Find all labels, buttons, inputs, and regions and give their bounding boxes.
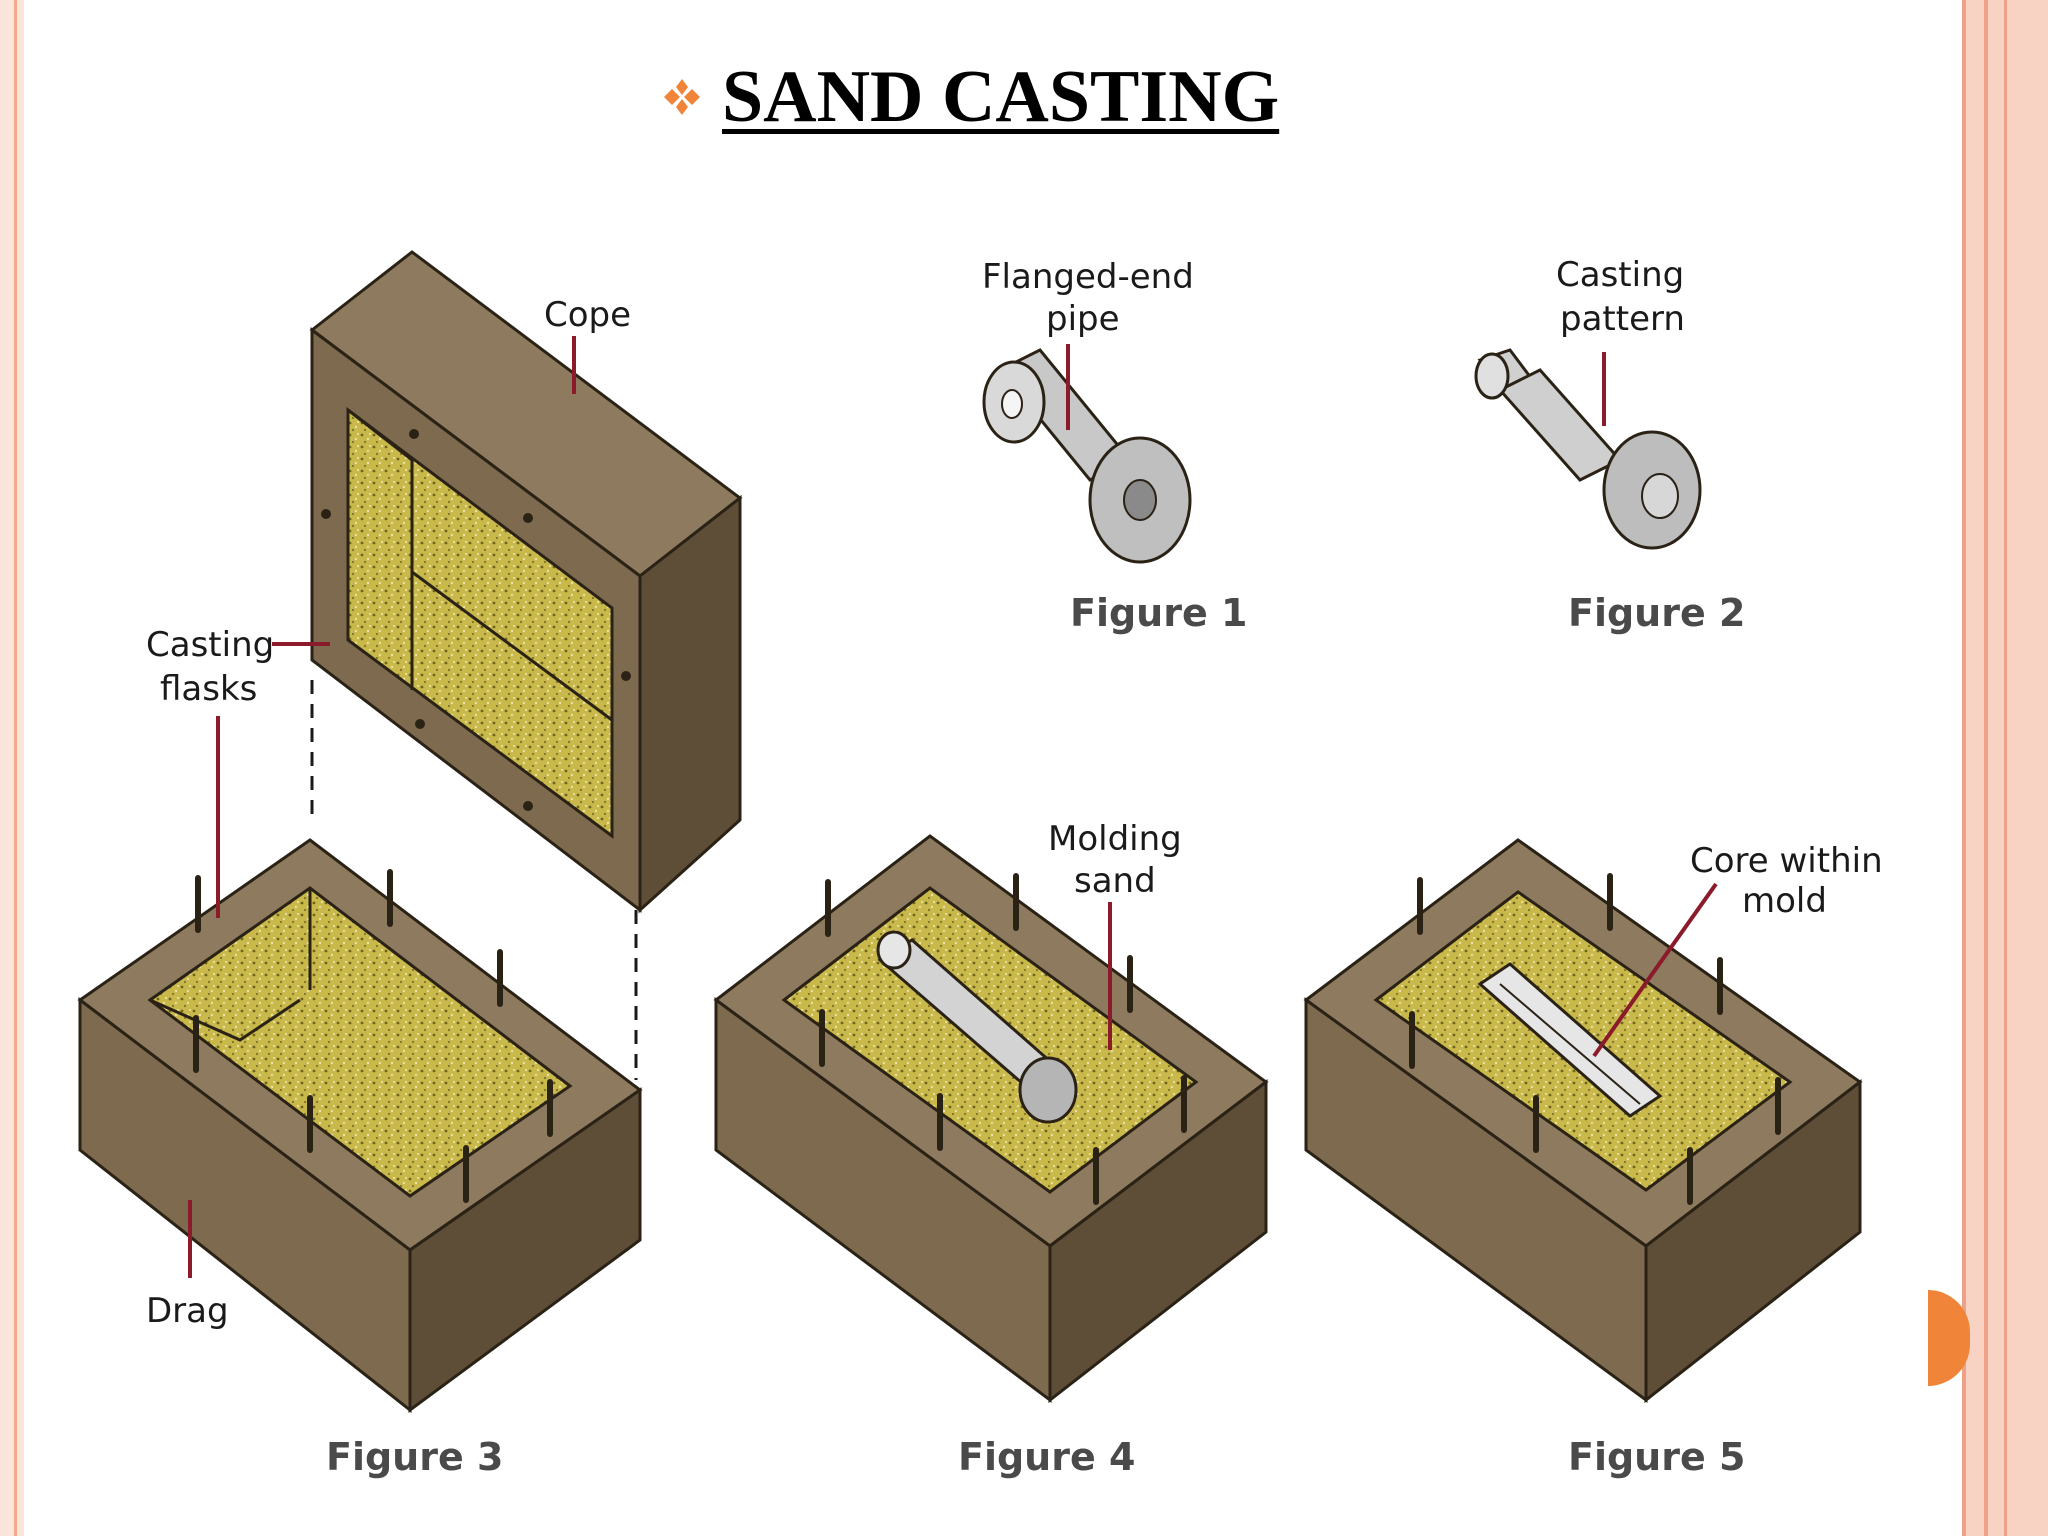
slide-frame-right-line: [1962, 0, 1966, 1536]
slide-title-row: SAND CASTING: [660, 52, 1279, 142]
flanged-end-pipe-illustration: [982, 348, 1192, 564]
drag-pins: [193, 869, 553, 1203]
label-flanged-end-pipe-line1: Flanged-end: [982, 257, 1194, 297]
label-cope: Cope: [544, 295, 631, 335]
figure-1-caption: Figure 1: [1070, 591, 1247, 635]
cope-box: [309, 250, 743, 914]
figure-4-caption: Figure 4: [958, 1435, 1135, 1479]
slide-title: SAND CASTING: [722, 56, 1280, 138]
label-casting-flasks-line1: Casting: [146, 625, 274, 665]
label-casting-pattern-line1: Casting: [1556, 255, 1684, 295]
diamond-bullet-icon: [664, 79, 700, 115]
slide-frame-left-line: [14, 0, 17, 1536]
label-drag: Drag: [146, 1291, 229, 1331]
mold-pins: [1409, 873, 1781, 1205]
label-flanged-end-pipe-line2: pipe: [1046, 299, 1120, 339]
figure-5-caption: Figure 5: [1568, 1435, 1745, 1479]
figure-3-caption: Figure 3: [326, 1435, 503, 1479]
slide-frame-left: [0, 0, 24, 1536]
slide-frame-right-line: [1984, 0, 1988, 1536]
label-core-within-mold-line1: Core within: [1690, 841, 1883, 881]
label-casting-pattern-line2: pattern: [1560, 299, 1685, 339]
label-molding-sand-line1: Molding: [1048, 819, 1182, 859]
mold-with-pattern-box: [713, 834, 1269, 1404]
slide-frame-right-line: [2004, 0, 2007, 1536]
label-core-within-mold-line2: mold: [1742, 881, 1827, 921]
label-casting-flasks-line2: flasks: [160, 669, 257, 709]
drag-box: [77, 838, 643, 1414]
label-molding-sand-line2: sand: [1074, 861, 1156, 901]
leader-lines: [188, 336, 1718, 1278]
figure-2-caption: Figure 2: [1568, 591, 1745, 635]
casting-pattern-illustration: [1474, 348, 1702, 550]
mold-with-core-box: [1303, 838, 1863, 1404]
mold-pins: [819, 873, 1187, 1205]
